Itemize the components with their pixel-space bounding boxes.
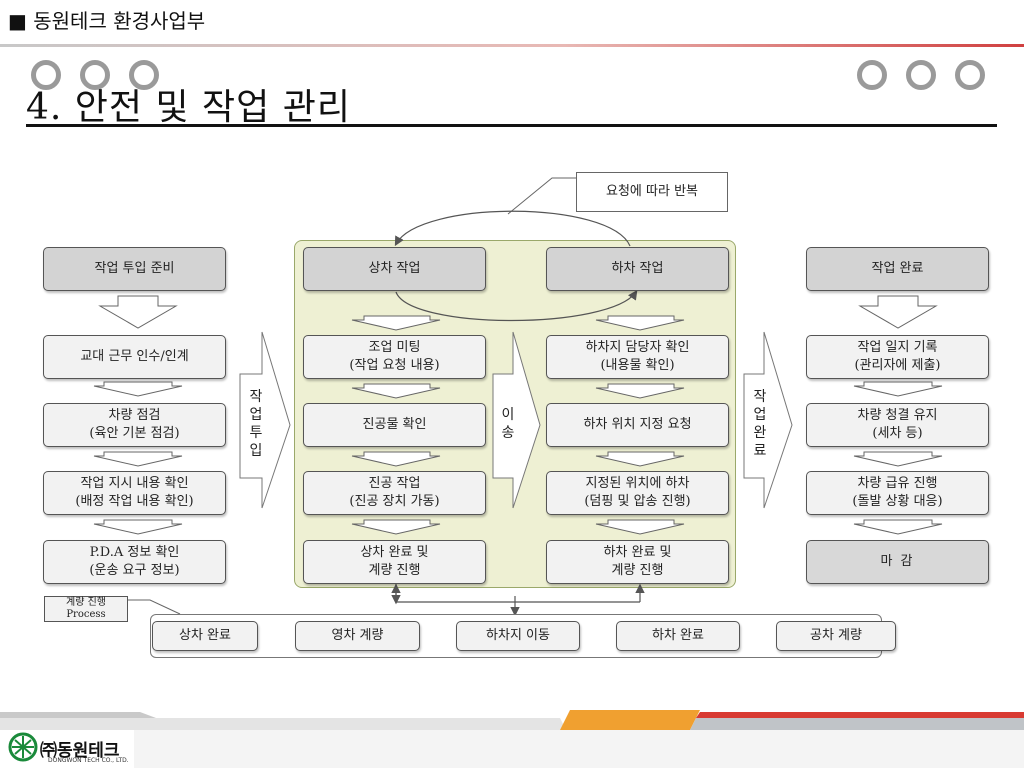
header-divider bbox=[0, 44, 1024, 47]
note-callout-line bbox=[507, 177, 576, 215]
decor-circle-icon bbox=[31, 60, 61, 90]
decor-circle-icon bbox=[129, 60, 159, 90]
right-step-3: 차량 급유 진행 (돌발 상황 대응) bbox=[806, 471, 989, 515]
left-step-4: P.D.A 정보 확인 (운송 요구 정보) bbox=[43, 540, 226, 584]
footer-decoration bbox=[0, 710, 1024, 768]
process-step-4: 하차 완료 bbox=[616, 621, 740, 651]
company-logo-icon bbox=[8, 732, 38, 762]
company-logo-text: ㈜동원테크 bbox=[40, 741, 120, 761]
process-step-5: 공차 계량 bbox=[776, 621, 896, 651]
loading-step-4: 상차 완료 및 계량 진행 bbox=[303, 540, 486, 584]
loading-step-1: 조업 미팅 (작업 요청 내용) bbox=[303, 335, 486, 379]
loading-head: 상차 작업 bbox=[303, 247, 486, 291]
left-head: 작업 투입 준비 bbox=[43, 247, 226, 291]
left-step-2: 차량 점검 (육안 기본 점검) bbox=[43, 403, 226, 447]
loop-arc-top bbox=[394, 210, 631, 247]
process-callout-line bbox=[128, 599, 181, 615]
page-title: 4. 안전 및 작업 관리 bbox=[26, 87, 351, 128]
left-step-1: 교대 근무 인수/인계 bbox=[43, 335, 226, 379]
process-step-2: 영차 계량 bbox=[295, 621, 420, 651]
left-step-3: 작업 지시 내용 확인 (배정 작업 내용 확인) bbox=[43, 471, 226, 515]
right-head: 작업 완료 bbox=[806, 247, 989, 291]
transition-arrows bbox=[239, 331, 793, 509]
process-step-1: 상차 완료 bbox=[152, 621, 258, 651]
unloading-step-3: 지정된 위치에 하차 (덤핑 및 압송 진행) bbox=[546, 471, 729, 515]
decor-circle-icon bbox=[955, 60, 985, 90]
decor-circle-icon bbox=[857, 60, 887, 90]
arrow-label-finish: 작 업 완 료 bbox=[753, 389, 767, 459]
repeat-note: 요청에 따라 반복 bbox=[576, 172, 728, 212]
process-label: 계량 진행 Process bbox=[44, 596, 128, 622]
company-logo-subtext: DONGWON TECH CO., LTD. bbox=[48, 757, 129, 764]
unloading-step-2: 하차 위치 지정 요청 bbox=[546, 403, 729, 447]
process-step-3: 하차지 이동 bbox=[456, 621, 580, 651]
header-label: ■ 동원테크 환경사업부 bbox=[8, 9, 206, 33]
right-step-1: 작업 일지 기록 (관리자에 제출) bbox=[806, 335, 989, 379]
down-arrows bbox=[93, 295, 943, 535]
loop-arc-bottom bbox=[395, 290, 638, 322]
loading-step-2: 진공물 확인 bbox=[303, 403, 486, 447]
right-step-4: 마 감 bbox=[806, 540, 989, 584]
unloading-step-1: 하차지 담당자 확인 (내용물 확인) bbox=[546, 335, 729, 379]
unloading-head: 하차 작업 bbox=[546, 247, 729, 291]
decor-circle-icon bbox=[80, 60, 110, 90]
right-step-2: 차량 청결 유지 (세차 등) bbox=[806, 403, 989, 447]
title-underline bbox=[26, 124, 997, 127]
arrow-label-transfer: 이 송 bbox=[501, 407, 515, 441]
loading-step-3: 진공 작업 (진공 장치 가동) bbox=[303, 471, 486, 515]
unloading-step-4: 하차 완료 및 계량 진행 bbox=[546, 540, 729, 584]
decor-circle-icon bbox=[906, 60, 936, 90]
arrow-label-start: 작 업 투 입 bbox=[249, 389, 263, 459]
